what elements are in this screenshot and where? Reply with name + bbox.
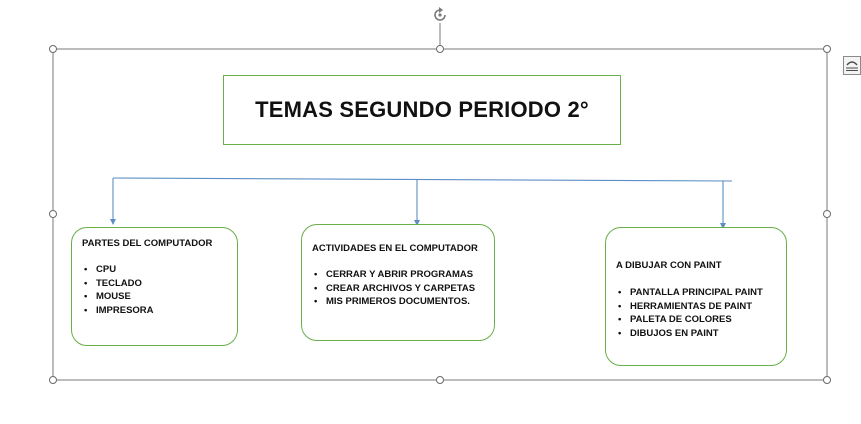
connector-horizontal (112, 177, 733, 182)
node-title: PARTES DEL COMPUTADOR (82, 238, 213, 249)
connector-arrow-1 (110, 219, 116, 225)
node-item-list: CERRAR Y ABRIR PROGRAMAS CREAR ARCHIVOS … (312, 268, 484, 309)
resize-handle-top-right[interactable] (823, 45, 831, 53)
resize-handle-bottom-right[interactable] (823, 376, 831, 384)
resize-handle-top-left[interactable] (49, 45, 57, 53)
node-item-list: CPU TECLADO MOUSE IMPRESORA (82, 263, 227, 317)
list-item: IMPRESORA (82, 304, 227, 318)
resize-handle-bottom[interactable] (436, 376, 444, 384)
diagram-title: TEMAS SEGUNDO PERIODO 2° (255, 97, 589, 122)
connector-arrow-3 (720, 223, 726, 229)
node-actividades-en-el-computador[interactable]: ACTIVIDADES EN EL COMPUTADOR CERRAR Y AB… (301, 224, 495, 341)
list-item: DIBUJOS EN PAINT (616, 327, 776, 341)
rotate-handle-icon[interactable] (431, 6, 449, 24)
list-item: TECLADO (82, 277, 227, 291)
list-item: CERRAR Y ABRIR PROGRAMAS (312, 268, 484, 282)
resize-handle-bottom-left[interactable] (49, 376, 57, 384)
list-item: MIS PRIMEROS DOCUMENTOS. (312, 295, 484, 309)
resize-handle-top[interactable] (436, 45, 444, 53)
list-item: PANTALLA PRINCIPAL PAINT (616, 286, 776, 300)
diagram-title-box[interactable]: TEMAS SEGUNDO PERIODO 2° (223, 75, 621, 145)
node-a-dibujar-con-paint[interactable]: A DIBUJAR CON PAINT PANTALLA PRINCIPAL P… (605, 227, 787, 366)
node-partes-del-computador[interactable]: PARTES DEL COMPUTADOR CPU TECLADO MOUSE … (71, 227, 238, 346)
node-item-list: PANTALLA PRINCIPAL PAINT HERRAMIENTAS DE… (616, 286, 776, 340)
layout-options-icon[interactable] (843, 56, 861, 75)
resize-handle-right[interactable] (823, 210, 831, 218)
list-item: CREAR ARCHIVOS Y CARPETAS (312, 282, 484, 296)
list-item: HERRAMIENTAS DE PAINT (616, 300, 776, 314)
list-item: PALETA DE COLORES (616, 313, 776, 327)
node-title: ACTIVIDADES EN EL COMPUTADOR (312, 243, 478, 254)
node-title: A DIBUJAR CON PAINT (616, 260, 722, 271)
list-item: MOUSE (82, 290, 227, 304)
resize-handle-left[interactable] (49, 210, 57, 218)
connector-arrow-2 (414, 220, 420, 226)
list-item: CPU (82, 263, 227, 277)
